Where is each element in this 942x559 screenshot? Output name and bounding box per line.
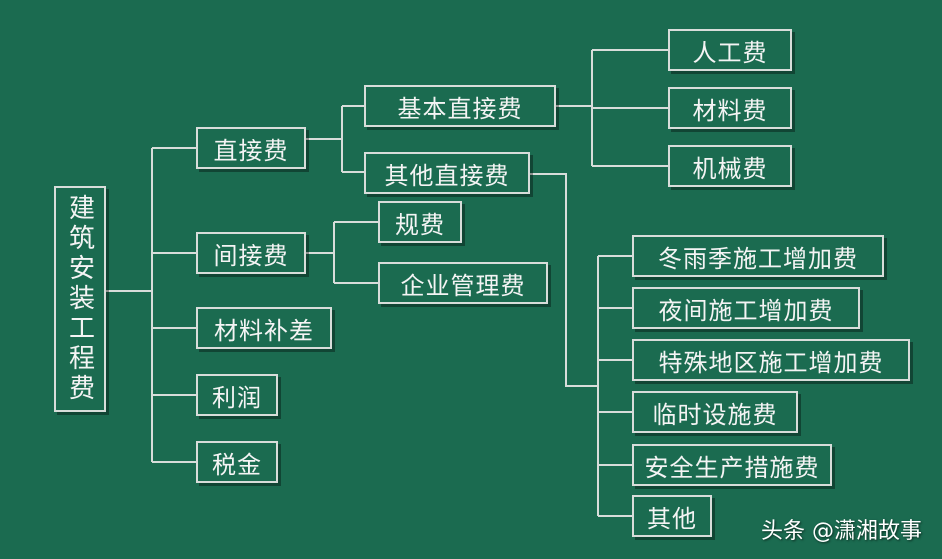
- node-night-construction-fee: 夜间施工增加费: [632, 287, 860, 329]
- node-other: 其他: [632, 495, 712, 537]
- node-winter-rain-construction-fee: 冬雨季施工增加费: [632, 235, 884, 277]
- node-profit: 利润: [196, 374, 278, 416]
- node-material-difference: 材料补差: [196, 307, 332, 349]
- node-safety-production-fee: 安全生产措施费: [632, 444, 832, 486]
- node-other-direct-cost: 其他直接费: [364, 152, 530, 194]
- watermark-text: 头条 @潇湘故事: [761, 519, 922, 544]
- node-regulatory-fee: 规费: [378, 201, 462, 243]
- node-temporary-facilities-fee: 临时设施费: [632, 391, 798, 433]
- node-direct-cost: 直接费: [196, 127, 306, 169]
- node-machinery-cost: 机械费: [668, 145, 792, 187]
- node-labor-cost: 人工费: [668, 29, 792, 71]
- node-basic-direct-cost: 基本直接费: [364, 85, 556, 127]
- node-special-area-construction-fee: 特殊地区施工增加费: [632, 339, 910, 381]
- node-tax: 税金: [196, 441, 278, 483]
- node-enterprise-management-fee: 企业管理费: [378, 262, 548, 304]
- root-node: 建筑安装工程费: [54, 186, 106, 412]
- node-indirect-cost: 间接费: [196, 232, 306, 274]
- node-material-cost: 材料费: [668, 87, 792, 129]
